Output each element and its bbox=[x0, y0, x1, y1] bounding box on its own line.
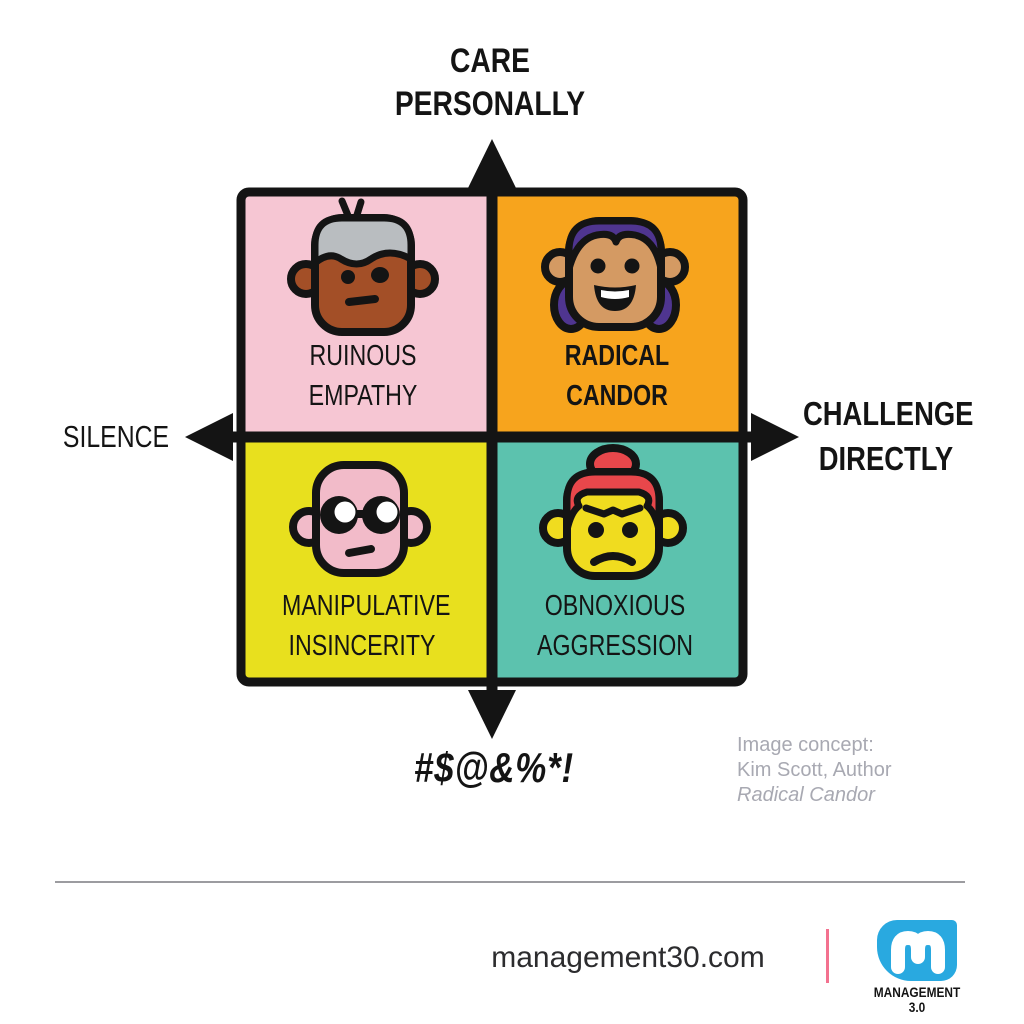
shifty-glasses-face-icon bbox=[289, 461, 431, 577]
axis-label-care-personally: CARE PERSONALLY bbox=[366, 40, 615, 126]
axis-label-line: CARE bbox=[450, 42, 530, 80]
arrow-up-icon bbox=[468, 139, 516, 188]
axis-label-line: PERSONALLY bbox=[394, 85, 586, 123]
credit-line: Image concept: bbox=[737, 734, 874, 756]
quadrant-label-ruinous-empathy: RUINOUS EMPATHY bbox=[283, 336, 443, 416]
arrow-left-icon bbox=[185, 413, 233, 461]
elderly-neutral-face-icon bbox=[287, 197, 439, 336]
logo-caption: MANAGEMENT 3.0 bbox=[873, 985, 961, 1015]
logo-m-icon bbox=[891, 930, 945, 974]
axis-label-line: DIRECTLY bbox=[818, 440, 954, 477]
quadrant-label-line: MANIPULATIVE bbox=[282, 590, 451, 622]
quadrant-label-line: INSINCERITY bbox=[288, 630, 436, 662]
management30-logo[interactable] bbox=[877, 920, 957, 981]
footer-accent-line bbox=[826, 929, 829, 983]
smiling-girl-face-icon bbox=[541, 217, 689, 333]
quadrant-label-radical-candor: RADICAL CANDOR bbox=[537, 336, 697, 416]
axis-label-challenge-directly: CHALLENGE DIRECTLY bbox=[803, 391, 974, 481]
axis-arrowheads bbox=[185, 139, 799, 739]
website-link[interactable]: management30.com bbox=[491, 941, 765, 974]
quadrant-label-line: EMPATHY bbox=[308, 380, 418, 412]
quadrant-label-line: AGGRESSION bbox=[537, 630, 693, 662]
quadrant-label-line: RUINOUS bbox=[309, 340, 417, 372]
quadrant-label-obnoxious-aggression: OBNOXIOUS AGGRESSION bbox=[535, 586, 695, 666]
credit-line: Kim Scott, Author bbox=[737, 759, 892, 781]
matrix-outer-border bbox=[236, 187, 748, 687]
arrow-down-icon bbox=[468, 690, 516, 739]
axis-label-expletive: #$@&%*! bbox=[411, 744, 577, 792]
quadrant-label-line: OBNOXIOUS bbox=[544, 590, 686, 622]
credit-line-book-title: Radical Candor bbox=[737, 784, 875, 806]
quadrant-label-line: RADICAL bbox=[564, 340, 670, 372]
axis-label-line: CHALLENGE bbox=[803, 395, 974, 432]
axis-label-line: SILENCE bbox=[62, 419, 170, 454]
axes-cross bbox=[206, 164, 780, 712]
footer-divider bbox=[55, 881, 965, 883]
quadrant-label-line: CANDOR bbox=[566, 380, 668, 412]
quadrant-label-manipulative-insincerity: MANIPULATIVE INSINCERITY bbox=[282, 586, 451, 666]
angry-face-icon bbox=[539, 444, 687, 580]
axis-label-line: #$@&%*! bbox=[414, 744, 574, 791]
axis-label-silence: SILENCE bbox=[52, 420, 180, 454]
image-credit: Image concept: Kim Scott, Author Radical… bbox=[737, 733, 892, 808]
arrow-right-icon bbox=[751, 413, 799, 461]
